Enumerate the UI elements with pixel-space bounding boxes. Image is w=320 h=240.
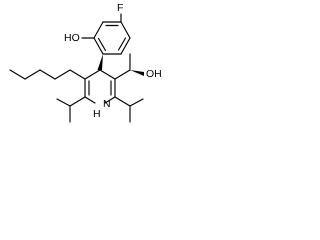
isopropyl-left	[56, 96, 86, 123]
alcohol-hydroxyl-label: OH	[146, 68, 162, 80]
ring-nitrogen-n: N	[103, 98, 111, 110]
dihydropyridine-ring	[84, 69, 116, 104]
pentyl-chain	[9, 69, 86, 80]
stereo-wedge-hydroxyl	[130, 70, 144, 76]
stereo-wedge-aryl	[97, 54, 103, 70]
hydroxyethyl-group	[114, 53, 131, 80]
fluorine-label: F	[117, 2, 123, 14]
molecule-structure: F HO N H OH	[9, 2, 162, 123]
ring-nitrogen-h: H	[93, 108, 101, 120]
phenol-hydroxyl-label: HO	[64, 32, 80, 44]
phenyl-ring	[93, 21, 131, 55]
isopropyl-right	[114, 96, 144, 123]
